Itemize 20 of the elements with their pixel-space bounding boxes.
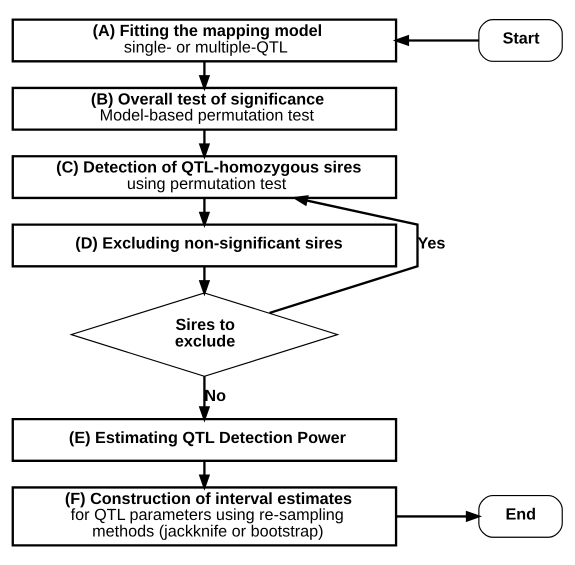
arrow bbox=[198, 61, 210, 92]
arrow bbox=[198, 376, 210, 423]
node-box: (C) Detection of QTL-homozygous sires using permutation test bbox=[12, 155, 398, 200]
arrow bbox=[198, 461, 210, 491]
node-box: (E) Estimating QTL Detection Power bbox=[12, 418, 398, 462]
node-box: (A) Fitting the mapping model single- or multiple-QTL bbox=[12, 18, 398, 62]
arrow bbox=[396, 510, 482, 522]
node-box: (B) Overall test of significance Model-based permutation test bbox=[12, 86, 398, 131]
arrow bbox=[198, 198, 210, 228]
node-diamond: Sires to exclude bbox=[69, 292, 340, 377]
arrow bbox=[198, 266, 210, 296]
arrow bbox=[198, 130, 210, 160]
arrow bbox=[269, 195, 419, 314]
edge-label: Yes bbox=[417, 234, 446, 253]
arrow bbox=[392, 34, 479, 46]
node-box: Start bbox=[478, 19, 563, 62]
node-box: End bbox=[478, 495, 563, 538]
edge-label: No bbox=[204, 386, 226, 405]
node-box: (F) Construction of interval estimates for QTL parameters using re-sampling methods (jackknife or bootstrap) bbox=[12, 486, 398, 547]
node-box: (D) Excluding non-significant sires bbox=[12, 223, 398, 268]
